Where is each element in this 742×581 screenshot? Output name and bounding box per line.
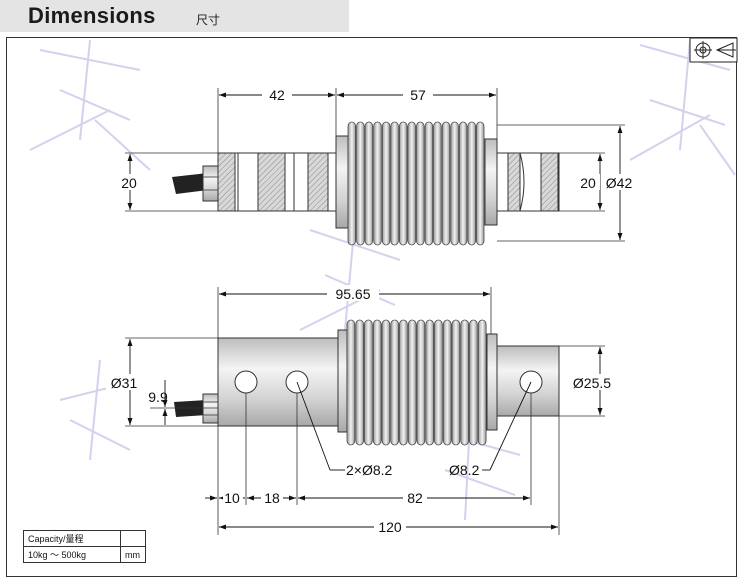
callout-right-hole: Ø8.2 <box>449 462 480 478</box>
bellows-fin <box>450 121 459 246</box>
bellows-fin <box>381 121 391 246</box>
bellows-fin <box>416 121 425 246</box>
dim-82: 82 <box>407 490 423 506</box>
bellows-fin <box>356 121 365 246</box>
bellows-fin <box>477 319 487 446</box>
bellows-fin <box>407 319 417 446</box>
bellows-fin <box>372 319 382 446</box>
dim-left-height: 20 <box>121 175 137 191</box>
dim-hole-span: 95.65 <box>335 286 370 302</box>
dim-18: 18 <box>264 490 280 506</box>
dim-right-height: 20 <box>580 175 596 191</box>
mounting-hole-1 <box>234 370 258 394</box>
bellows-fin <box>355 319 364 446</box>
cable <box>174 393 219 424</box>
callout-left-holes: 2×Ø8.2 <box>346 462 393 478</box>
capacity-header: Capacity/量程 <box>23 530 121 547</box>
bellows-fin <box>416 319 426 446</box>
bellows-fin <box>347 121 356 246</box>
bellows-fin <box>434 319 443 446</box>
bellows-fin <box>425 319 434 446</box>
bellows-fin <box>469 319 478 446</box>
bellows-fin <box>346 319 356 446</box>
drawing-frame <box>6 37 737 577</box>
bellows-fin <box>364 121 374 246</box>
bellows <box>346 319 487 446</box>
front-view: 95.65 Ø31 9.9 Ø25.5 2×Ø8.2 Ø8.2 10 18 82… <box>106 285 618 535</box>
capacity-table: Capacity/量程 10kg ～ 500kg mm <box>23 530 146 563</box>
bellows-fin <box>390 121 399 246</box>
watermark-logo <box>29 39 736 521</box>
first-angle-projection-icon <box>689 37 738 63</box>
dim-10: 10 <box>224 490 240 506</box>
dim-right-diameter: Ø25.5 <box>573 375 611 391</box>
dim-overall-length: 120 <box>378 519 402 535</box>
capacity-unit: mm <box>120 546 146 563</box>
page-subtitle: 尺寸 <box>196 13 221 27</box>
capacity-range: 10kg ～ 500kg <box>23 546 121 563</box>
dim-outer-diameter: Ø42 <box>606 175 633 191</box>
bellows-fin <box>458 121 468 246</box>
bellows-fin <box>424 121 434 246</box>
dim-cable-offset: 9.9 <box>148 389 168 405</box>
bellows-fin <box>373 121 382 246</box>
dim-body-diameter: Ø31 <box>111 375 138 391</box>
bellows <box>347 121 485 246</box>
bellows-fin <box>407 121 416 246</box>
bellows-fin <box>442 319 452 446</box>
page-title: Dimensions <box>28 3 156 28</box>
dim-left-length: 42 <box>269 87 285 103</box>
top-view: 42 57 20 20 Ø42 <box>115 86 634 246</box>
bellows-fin <box>390 319 399 446</box>
bellows-fin <box>460 319 469 446</box>
dim-bellows-length: 57 <box>410 87 426 103</box>
bellows-fin <box>399 319 408 446</box>
header-bar: Dimensions 尺寸 <box>0 0 349 32</box>
bellows-fin <box>441 121 451 246</box>
bellows-fin <box>398 121 408 246</box>
bellows-fin <box>433 121 442 246</box>
bellows-fin <box>364 319 373 446</box>
bellows-fin <box>467 121 476 246</box>
bellows-fin <box>451 319 461 446</box>
bellows-fin <box>381 319 391 446</box>
bellows-fin <box>475 121 485 246</box>
cable <box>172 165 219 202</box>
